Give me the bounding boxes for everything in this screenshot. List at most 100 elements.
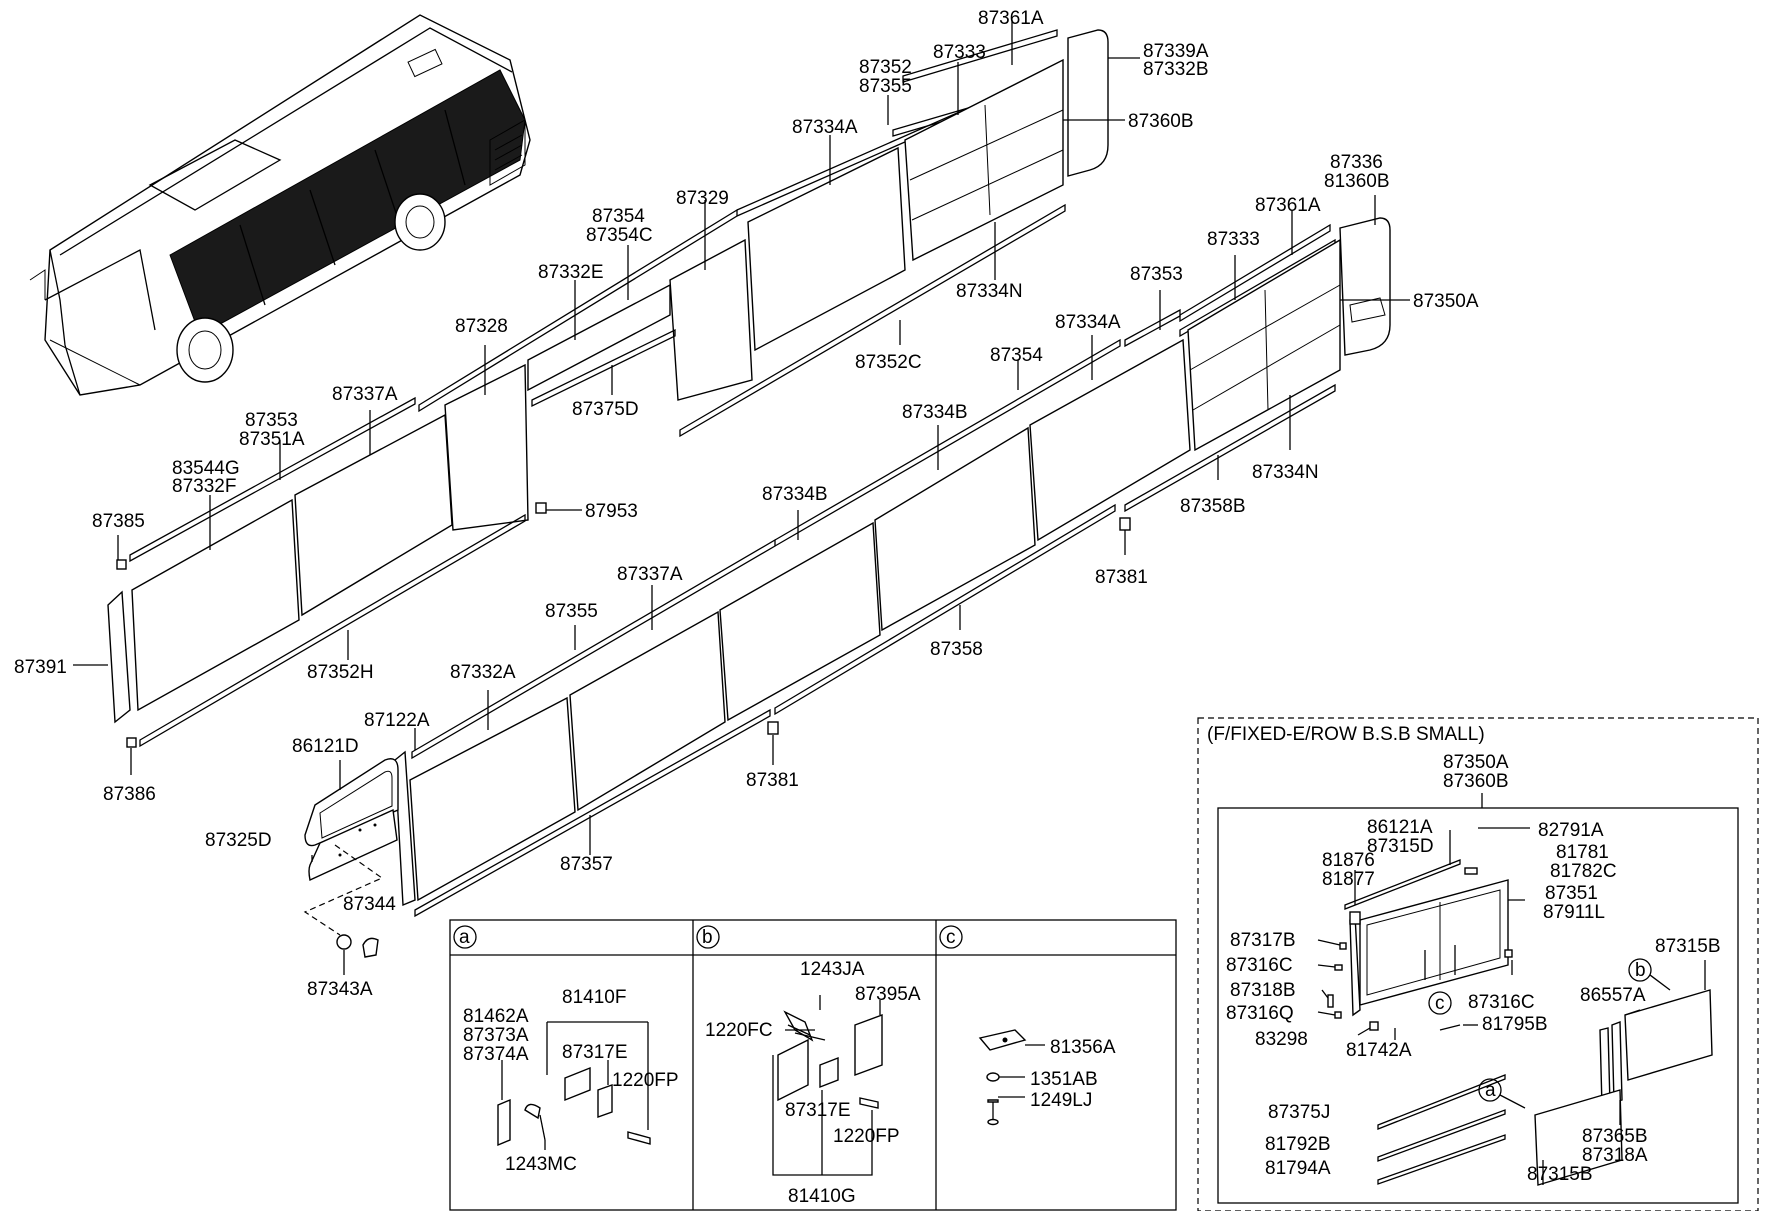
label-87391: 87391 (14, 657, 67, 678)
label-1220FC: 1220FC (705, 1020, 773, 1041)
detail-key-b: b (702, 927, 713, 948)
label-81410F: 81410F (562, 987, 626, 1008)
label-87336: 87336 (1330, 152, 1383, 173)
label-87333-lower: 87333 (1207, 229, 1260, 250)
label-81781: 81781 (1556, 842, 1609, 863)
label-87332A: 87332A (450, 662, 516, 683)
label-87360B: 87360B (1128, 111, 1194, 132)
label-87122A: 87122A (364, 710, 430, 731)
label-87332E: 87332E (538, 262, 604, 283)
label-87334A-upper: 87334A (792, 117, 858, 138)
label-87358B: 87358B (1180, 496, 1246, 517)
lower-side-panels (303, 195, 1410, 975)
label-81792B: 81792B (1265, 1134, 1331, 1155)
label-1351AB: 1351AB (1030, 1069, 1098, 1090)
label-87343A: 87343A (307, 979, 373, 1000)
label-82791A: 82791A (1538, 820, 1604, 841)
label-87316C-2: 87316C (1468, 992, 1535, 1013)
label-87316C-1: 87316C (1226, 955, 1293, 976)
label-87352C: 87352C (855, 352, 922, 373)
label-87357: 87357 (560, 854, 613, 875)
label-87332F: 87332F (172, 476, 236, 497)
label-87375D: 87375D (572, 399, 639, 420)
label-87344: 87344 (343, 894, 396, 915)
label-87315B-1: 87315B (1655, 936, 1721, 957)
label-81794A: 81794A (1265, 1158, 1331, 1179)
label-83544G: 83544G (172, 458, 240, 479)
label-87386: 87386 (103, 784, 156, 805)
label-81462A: 81462A (463, 1006, 529, 1027)
upper-side-panels (73, 20, 1140, 775)
label-81742A: 81742A (1346, 1040, 1412, 1061)
label-87334B-1: 87334B (902, 402, 968, 423)
label-87352: 87352 (859, 57, 912, 78)
label-87332B: 87332B (1143, 59, 1209, 80)
label-87334N-upper: 87334N (956, 281, 1023, 302)
label-87353-lower: 87353 (1130, 264, 1183, 285)
label-86557A: 86557A (1580, 985, 1646, 1006)
label-87351: 87351 (1545, 883, 1598, 904)
label-87358: 87358 (930, 639, 983, 660)
label-87328: 87328 (455, 316, 508, 337)
label-81877: 81877 (1322, 869, 1375, 890)
label-87337A-lower: 87337A (617, 564, 683, 585)
inset-detail (1197, 717, 1759, 1211)
label-87355-upper: 87355 (859, 76, 912, 97)
label-86121A: 86121A (1367, 817, 1433, 838)
label-87334A-lower: 87334A (1055, 312, 1121, 333)
inset-key-b: b (1635, 960, 1646, 981)
label-81360B: 81360B (1324, 171, 1390, 192)
label-87339A: 87339A (1143, 41, 1209, 62)
label-1220FP-a: 1220FP (612, 1070, 679, 1091)
label-87317E-a: 87317E (562, 1042, 628, 1063)
label-81782C: 81782C (1550, 861, 1617, 882)
label-87360B-inset: 87360B (1443, 771, 1509, 792)
label-1243JA: 1243JA (800, 959, 865, 980)
label-87351A: 87351A (239, 429, 305, 450)
label-87385: 87385 (92, 511, 145, 532)
label-83298: 83298 (1255, 1029, 1308, 1050)
bus-illustration (29, 14, 531, 396)
label-87337A-upper: 87337A (332, 384, 398, 405)
label-87317E-b: 87317E (785, 1100, 851, 1121)
label-1220FP-b: 1220FP (833, 1126, 900, 1147)
inset-key-c: c (1435, 993, 1445, 1014)
label-87334B-2: 87334B (762, 484, 828, 505)
label-1249LJ: 1249LJ (1030, 1090, 1092, 1111)
labels: 87361A 87333 87339A 87332B 87352 87355 8… (14, 8, 1721, 1207)
label-87315D: 87315D (1367, 836, 1434, 857)
detail-boxes (449, 919, 1177, 1211)
label-87333-upper: 87333 (933, 42, 986, 63)
inset-key-a: a (1485, 1080, 1496, 1101)
label-87361A-lower: 87361A (1255, 195, 1321, 216)
label-87318A: 87318A (1582, 1145, 1648, 1166)
label-87381-2: 87381 (746, 770, 799, 791)
label-87355-lower: 87355 (545, 601, 598, 622)
detail-key-a: a (459, 927, 470, 948)
label-87953: 87953 (585, 501, 638, 522)
label-87318B: 87318B (1230, 980, 1296, 1001)
label-87352H: 87352H (307, 662, 374, 683)
label-87350A-inset: 87350A (1443, 752, 1509, 773)
label-1243MC: 1243MC (505, 1154, 577, 1175)
label-87365B: 87365B (1582, 1126, 1648, 1147)
label-87334N-lower: 87334N (1252, 462, 1319, 483)
label-87361A-upper: 87361A (978, 8, 1044, 29)
inset-title: (F/FIXED-E/ROW B.S.B SMALL) (1207, 724, 1485, 745)
label-81876: 81876 (1322, 850, 1375, 871)
label-87329: 87329 (676, 188, 729, 209)
label-81356A: 81356A (1050, 1037, 1116, 1058)
label-87354-lower: 87354 (990, 345, 1043, 366)
label-87911L: 87911L (1543, 902, 1605, 923)
label-87325D: 87325D (205, 830, 272, 851)
label-86121D: 86121D (292, 736, 359, 757)
detail-key-c: c (946, 927, 956, 948)
label-87350A: 87350A (1413, 291, 1479, 312)
label-87395A: 87395A (855, 984, 921, 1005)
label-87381-1: 87381 (1095, 567, 1148, 588)
label-87353-upper: 87353 (245, 410, 298, 431)
label-87316Q: 87316Q (1226, 1003, 1294, 1024)
label-87354C: 87354C (586, 225, 653, 246)
label-87354-upper: 87354 (592, 206, 645, 227)
